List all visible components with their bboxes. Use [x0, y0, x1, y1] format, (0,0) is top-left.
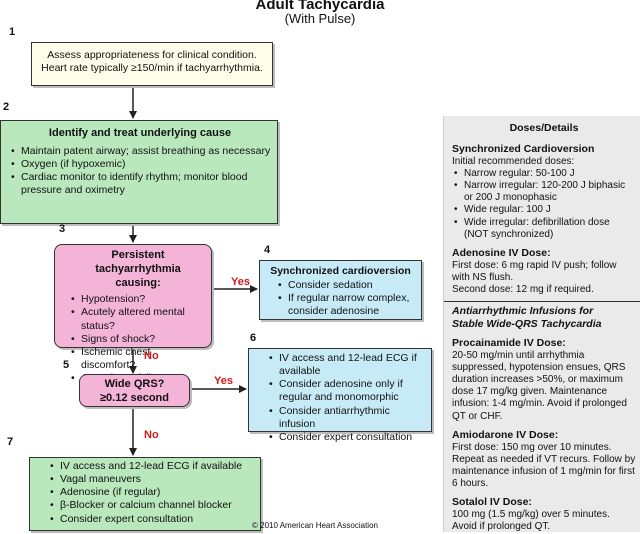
- step-2-item: Oxygen (if hypoxemic): [11, 158, 271, 171]
- doses-panel-title: Doses/Details: [509, 122, 579, 134]
- sync-dose-item: Narrow regular: 50-100 J: [454, 168, 636, 180]
- step-4-item: If regular narrow complex, consider aden…: [278, 292, 417, 318]
- step-2-number: 2: [3, 101, 10, 113]
- step-7-item: Vagal maneuvers: [50, 473, 256, 486]
- sync-cardioversion-list: Narrow regular: 50-100 J Narrow irregula…: [452, 168, 636, 241]
- sync-dose-item: Narrow irregular: 120-200 J biphasic or …: [454, 180, 636, 204]
- sotalol-text: 100 mg (1.5 mg/kg) over 5 minutes. Avoid…: [452, 509, 610, 533]
- step-4-item: Consider sedation: [278, 279, 417, 292]
- step-4-title: Synchronized cardioversion: [270, 265, 411, 277]
- step-6-item: Consider antiarrhythmic infusion: [269, 405, 427, 431]
- edge-label-5-to-6-yes: Yes: [214, 375, 233, 387]
- step-6-number: 6: [250, 332, 257, 344]
- step-7-item: IV access and 12-lead ECG if available: [50, 460, 256, 473]
- step-5-line-2: ≥0.12 second: [99, 391, 169, 404]
- adenosine-title: Adenosine IV Dose:: [452, 246, 551, 259]
- sotalol-title: Sotalol IV Dose:: [452, 496, 532, 509]
- step-3-list: Hypotension? Acutely altered mental stat…: [69, 293, 207, 385]
- step-6-item: Consider expert consultation: [269, 431, 427, 444]
- sync-dose-item: Wide regular: 100 J: [454, 204, 636, 216]
- step-4-list: Consider sedation If regular narrow comp…: [276, 279, 417, 318]
- step-2-title: Identify and treat underlying cause: [48, 127, 232, 139]
- infusions-heading-line-1: Antiarrhythmic Infusions for: [452, 305, 594, 318]
- step-5-number: 5: [63, 359, 70, 371]
- flow-connectors: [129, 86, 258, 456]
- copyright: © 2010 American Heart Association: [252, 521, 378, 530]
- step-5-box: Wide QRS? ≥0.12 second: [79, 374, 190, 407]
- edge-label-5-to-7-no: No: [144, 429, 159, 441]
- step-1-number: 1: [9, 26, 16, 38]
- sync-cardioversion-intro: Initial recommended doses:: [452, 155, 575, 167]
- step-4-box: Synchronized cardioversion Consider seda…: [259, 260, 422, 320]
- step-6-list: IV access and 12-lead ECG if available C…: [267, 352, 427, 444]
- step-2-list: Maintain patent airway; assist breathing…: [9, 145, 271, 198]
- adenosine-text: First dose: 6 mg rapid IV push; follow w…: [452, 259, 617, 283]
- step-6-item: Consider adenosine only if regular and m…: [269, 378, 427, 404]
- sync-cardioversion-title: Synchronized Cardioversion: [452, 142, 595, 155]
- step-5-line-1: Wide QRS?: [104, 378, 165, 390]
- edge-label-3-to-5-no: No: [144, 350, 159, 362]
- step-3-title: Persistent tachyarrhythmia causing:: [69, 249, 207, 290]
- step-1-line-1: Assess appropriateness for clinical cond…: [47, 49, 257, 61]
- step-2-item: Cardiac monitor to identify rhythm; moni…: [11, 171, 271, 197]
- procainamide-title: Procainamide IV Dose:: [452, 336, 566, 349]
- step-7-item: Consider expert consultation: [50, 513, 256, 526]
- step-2-box: Identify and treat underlying cause Main…: [0, 120, 278, 224]
- step-4-number: 4: [264, 244, 271, 256]
- sync-dose-item: Wide irregular: defibrillation dose (NOT…: [454, 217, 636, 241]
- procainamide-text: 20-50 mg/min until arrhythmia suppressed…: [452, 349, 627, 422]
- step-1-box: Assess appropriateness for clinical cond…: [31, 42, 273, 86]
- doses-details-panel: Doses/Details Synchronized Cardioversion…: [443, 116, 640, 532]
- step-3-item: Hypotension?: [71, 293, 207, 306]
- amiodarone-title: Amiodarone IV Dose:: [452, 428, 559, 441]
- step-3-number: 3: [59, 223, 66, 235]
- step-7-item: β-Blocker or calcium channel blocker: [50, 499, 256, 512]
- step-3-item: Acutely altered mental status?: [71, 306, 207, 332]
- step-7-item: Adenosine (if regular): [50, 486, 256, 499]
- infusions-heading-line-2: Stable Wide-QRS Tachycardia: [452, 318, 602, 331]
- step-2-item: Maintain patent airway; assist breathing…: [11, 145, 271, 158]
- step-7-box: IV access and 12-lead ECG if available V…: [29, 457, 261, 531]
- step-3-box: Persistent tachyarrhythmia causing: Hypo…: [54, 244, 212, 385]
- page-subtitle: (With Pulse): [284, 11, 356, 26]
- adenosine-text-2: Second dose: 12 mg if required.: [452, 284, 594, 296]
- step-3-item: Signs of shock?: [71, 333, 207, 346]
- panel-divider: [444, 301, 640, 303]
- step-7-list: IV access and 12-lead ECG if available V…: [48, 460, 256, 526]
- step-7-number: 7: [7, 436, 14, 448]
- step-3-item: Ischemic chest discomfort?: [71, 346, 207, 372]
- page-title: Adult Tachycardia: [255, 0, 385, 13]
- step-6-box: IV access and 12-lead ECG if available C…: [248, 348, 432, 444]
- step-6-item: IV access and 12-lead ECG if available: [269, 352, 427, 378]
- edge-label-3-to-4-yes: Yes: [231, 276, 250, 288]
- step-1-line-2: Heart rate typically ≥150/min if tachyar…: [41, 62, 263, 75]
- step-3-title-line-1: Persistent tachyarrhythmia: [95, 249, 181, 275]
- amiodarone-text: First dose: 150 mg over 10 minutes. Repe…: [452, 441, 636, 490]
- step-3-title-line-2: causing:: [115, 276, 161, 289]
